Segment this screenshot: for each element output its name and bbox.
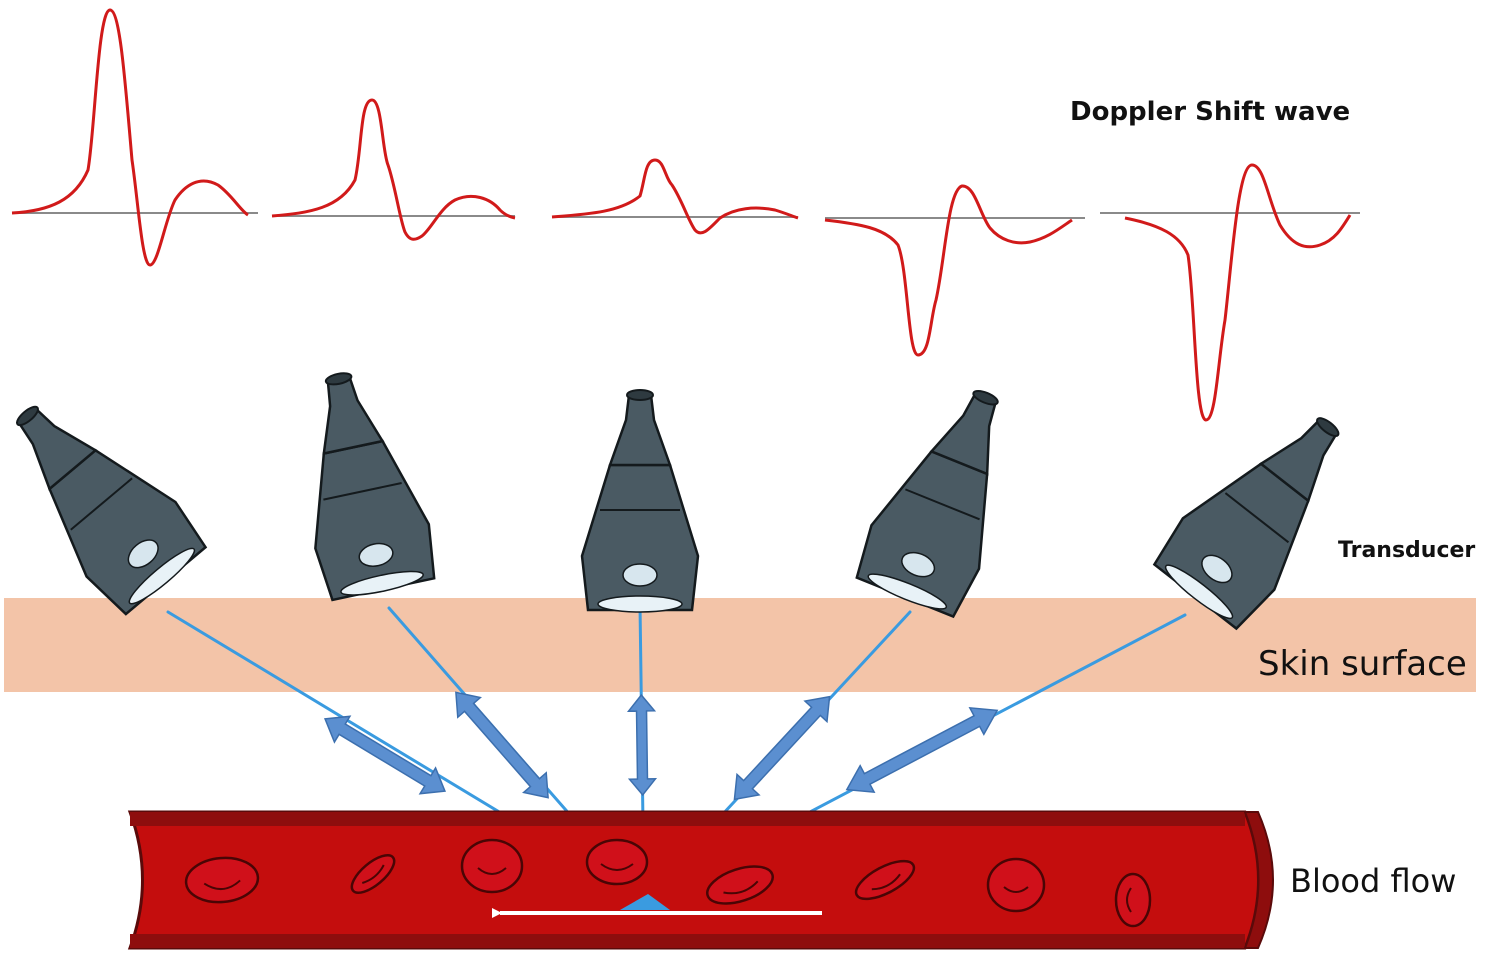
red-cell-icon (706, 865, 774, 905)
red-blood-cells (184, 838, 1152, 928)
vessel-end-rim (1243, 811, 1274, 949)
double-arrow-icon (733, 695, 831, 801)
transducer-icon (855, 390, 999, 619)
transducer-label: Transducer (1338, 538, 1475, 563)
blood-flow-label: Blood flow (1290, 862, 1456, 900)
red-cell-icon (854, 859, 916, 901)
transducer-icon (580, 389, 700, 613)
double-arrow-icon (626, 693, 658, 797)
transducer-icon (16, 405, 208, 616)
double-arrow-icon (455, 691, 549, 799)
red-cell-icon (184, 856, 260, 904)
vessel-body (127, 810, 1260, 950)
doppler-waves (11, 8, 1360, 422)
red-cell-icon (460, 838, 524, 894)
wave-trace (1124, 163, 1352, 422)
transducer-icon (1152, 417, 1340, 631)
skin-surface-label: Skin surface (1258, 644, 1467, 684)
wave-1 (11, 8, 258, 267)
double-arrow-icon (845, 706, 999, 794)
blood-vessel (127, 810, 1274, 950)
double-arrow-icon (323, 715, 447, 795)
red-cell-icon (986, 857, 1046, 913)
transducer-icon (314, 372, 436, 602)
red-cell-icon (1114, 872, 1152, 928)
vessel-top-wall (130, 812, 1245, 826)
echo-arrows (323, 691, 999, 801)
wave-trace (271, 98, 516, 241)
wave-5 (1100, 163, 1360, 422)
red-cell-icon (585, 838, 649, 886)
wave-trace (824, 184, 1073, 357)
wave-3 (551, 158, 799, 235)
vessel-bottom-wall (130, 934, 1245, 948)
beam-focus (620, 894, 670, 910)
wave-trace (11, 8, 249, 267)
red-cell-icon (350, 854, 396, 894)
transducers (16, 372, 1340, 631)
wave-4 (824, 184, 1085, 357)
wave-2 (271, 98, 516, 241)
waves-title-label: Doppler Shift wave (1070, 97, 1350, 127)
wave-trace (551, 158, 799, 235)
